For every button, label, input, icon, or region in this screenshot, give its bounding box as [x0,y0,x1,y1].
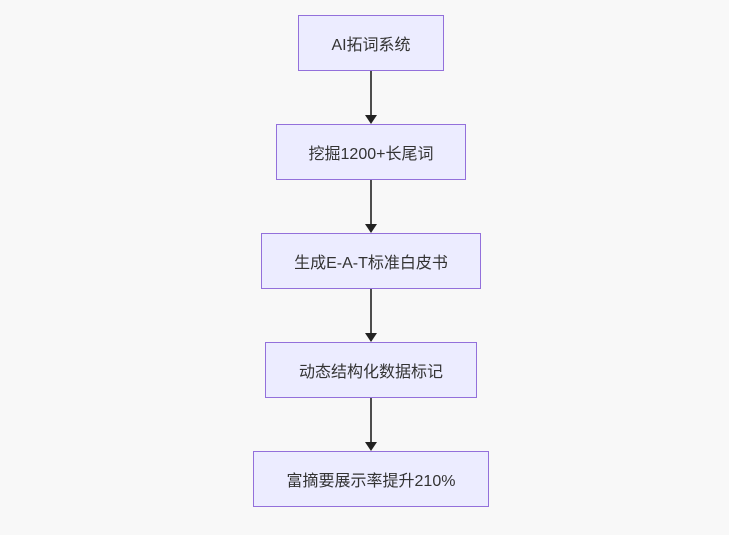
flow-arrow-3 [364,289,378,342]
arrow-head-down-icon [365,442,377,451]
flowchart-node-ai-word-expansion-system: AI拓词系统 [298,15,444,71]
flow-arrow-4 [364,398,378,451]
node-label: AI拓词系统 [331,37,411,54]
arrow-line [370,71,372,115]
arrow-head-down-icon [365,224,377,233]
arrow-head-down-icon [365,115,377,124]
arrow-head-down-icon [365,333,377,342]
flowchart-node-dynamic-structured-data-markup: 动态结构化数据标记 [265,342,477,398]
flow-arrow-1 [364,71,378,124]
flow-arrow-2 [364,180,378,233]
arrow-line [370,180,372,224]
node-label: 挖掘1200+长尾词 [308,146,434,163]
flowchart: AI拓词系统 挖掘1200+长尾词 生成E-A-T标准白皮书 动态结构化数据标记… [253,15,489,507]
flowchart-node-rich-snippet-rate-increase: 富摘要展示率提升210% [253,451,489,507]
node-label: 富摘要展示率提升210% [286,473,456,490]
flowchart-node-mine-longtail-keywords: 挖掘1200+长尾词 [276,124,466,180]
flowchart-node-generate-eat-whitepaper: 生成E-A-T标准白皮书 [261,233,481,289]
node-label: 生成E-A-T标准白皮书 [294,255,448,272]
node-label: 动态结构化数据标记 [298,364,443,381]
arrow-line [370,289,372,333]
arrow-line [370,398,372,442]
